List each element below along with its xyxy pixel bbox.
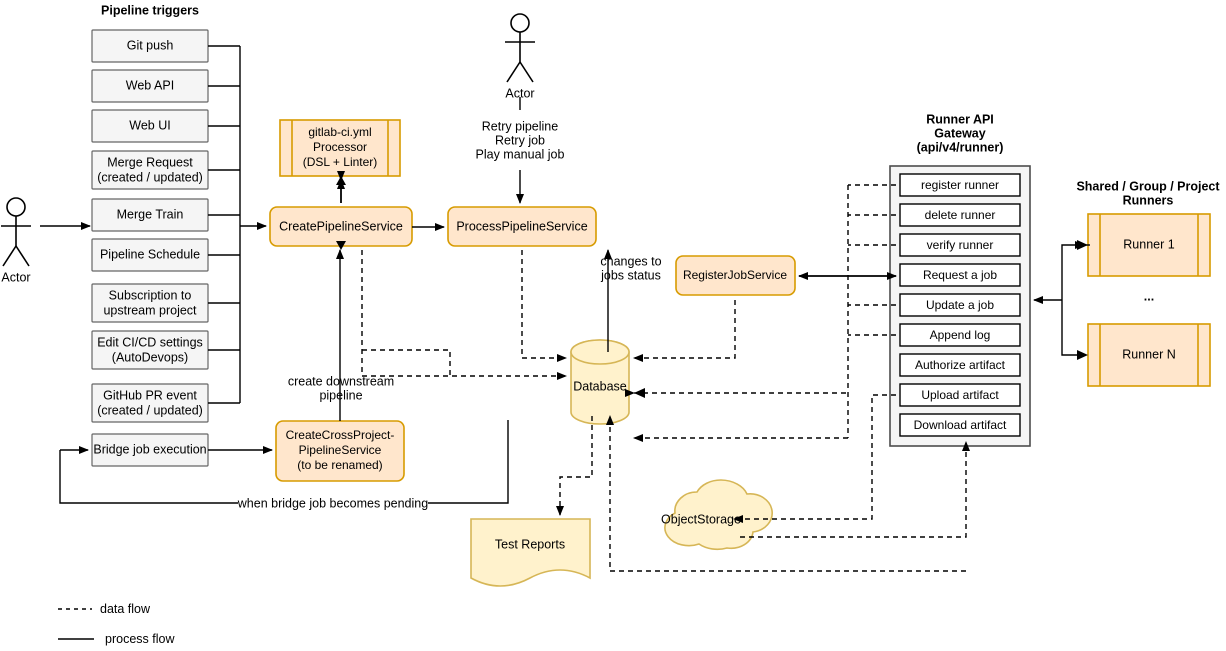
changes-label-2: jobs status: [600, 268, 661, 282]
svg-text:verify runner: verify runner: [927, 238, 994, 252]
changes-label-1: changes to: [600, 254, 661, 268]
gateway-endpoint-delete-runner[interactable]: delete runner: [899, 203, 1021, 227]
process-pipeline-service[interactable]: ProcessPipelineService: [447, 206, 597, 247]
svg-text:PipelineService: PipelineService: [299, 443, 382, 457]
legend: data flow process flow: [58, 602, 175, 646]
svg-text:ProcessPipelineService: ProcessPipelineService: [456, 219, 587, 233]
trigger-merge-request[interactable]: Merge Request (created / updated): [91, 150, 209, 190]
runners-title-1: Shared / Group / Project: [1076, 179, 1220, 193]
trigger-merge-train[interactable]: Merge Train: [91, 198, 209, 232]
svg-text:Runner N: Runner N: [1122, 347, 1176, 361]
runners-title-2: Runners: [1123, 193, 1174, 207]
svg-text:register runner: register runner: [921, 178, 999, 192]
register-job-service[interactable]: RegisterJobService: [675, 255, 796, 296]
svg-text:(created / updated): (created / updated): [97, 170, 203, 184]
svg-text:Pipeline Schedule: Pipeline Schedule: [100, 247, 200, 261]
svg-text:Edit CI/CD settings: Edit CI/CD settings: [97, 335, 203, 349]
svg-text:Git push: Git push: [127, 38, 174, 52]
trigger-pipeline-schedule[interactable]: Pipeline Schedule: [91, 238, 209, 272]
svg-text:upstream project: upstream project: [103, 303, 197, 317]
gateway-title-2: Gateway: [934, 126, 985, 140]
svg-text:Append log: Append log: [930, 328, 991, 342]
create-cross-project-pipeline-service[interactable]: CreateCrossProject- PipelineService (to …: [275, 420, 405, 482]
svg-text:CreatePipelineService: CreatePipelineService: [279, 219, 403, 233]
trigger-bus-connectors: [40, 45, 267, 404]
gateway-endpoint-update-a-job[interactable]: Update a job: [899, 293, 1021, 317]
runner-n[interactable]: Runner N: [1087, 323, 1211, 387]
runner-1[interactable]: Runner 1: [1087, 213, 1211, 277]
actor-top-label: Actor: [505, 86, 534, 100]
bridge-pending-label-bg: when bridge job becomes pending: [237, 495, 428, 511]
downstream-label-1: create downstream: [288, 374, 394, 388]
actor-left-label: Actor: [1, 270, 30, 284]
create-pipeline-service[interactable]: CreatePipelineService: [269, 206, 413, 247]
svg-text:Update a job: Update a job: [926, 298, 994, 312]
annotations: Retry pipeline Retry job Play manual job…: [237, 119, 662, 511]
svg-text:Download artifact: Download artifact: [914, 418, 1007, 432]
gateway-endpoint-verify-runner[interactable]: verify runner: [899, 233, 1021, 257]
svg-text:Web API: Web API: [126, 78, 174, 92]
legend-process-flow-label: process flow: [105, 632, 175, 646]
svg-text:Merge Train: Merge Train: [117, 207, 184, 221]
gateway-title-1: Runner API: [926, 112, 994, 126]
runner-api-gateway: Runner API Gateway (api/v4/runner) regis…: [889, 112, 1031, 447]
bridge-pending-label: when bridge job becomes pending: [237, 496, 428, 510]
actor-top: Actor: [505, 13, 535, 100]
trigger-edit-cicd-settings[interactable]: Edit CI/CD settings (AutoDevops): [91, 330, 209, 370]
svg-text:Authorize artifact: Authorize artifact: [915, 358, 1006, 372]
svg-text:Test Reports: Test Reports: [495, 537, 565, 551]
svg-text:Subscription to: Subscription to: [109, 288, 192, 302]
svg-text:Runner 1: Runner 1: [1123, 237, 1174, 251]
data-flow-connectors: [361, 184, 970, 572]
svg-text:ObjectStorage: ObjectStorage: [661, 512, 741, 526]
retry-label-3: Play manual job: [476, 147, 565, 161]
svg-text:CreateCrossProject-: CreateCrossProject-: [286, 428, 395, 442]
runners-ellipsis: ...: [1144, 289, 1154, 303]
svg-text:Request a job: Request a job: [923, 268, 997, 282]
runners-group: Shared / Group / Project Runners Runner …: [1076, 179, 1220, 387]
database-store[interactable]: Database: [570, 339, 630, 425]
svg-text:(DSL + Linter): (DSL + Linter): [303, 155, 378, 169]
svg-text:gitlab-ci.yml: gitlab-ci.yml: [308, 125, 371, 139]
test-reports-store[interactable]: Test Reports: [470, 518, 591, 587]
svg-text:(created / updated): (created / updated): [97, 403, 203, 417]
trigger-web-ui[interactable]: Web UI: [91, 109, 209, 143]
retry-label-1: Retry pipeline: [482, 119, 558, 133]
gateway-title-3: (api/v4/runner): [917, 140, 1004, 154]
gateway-endpoint-append-log[interactable]: Append log: [899, 323, 1021, 347]
legend-data-flow-label: data flow: [100, 602, 151, 616]
object-storage-store[interactable]: ObjectStorage: [661, 479, 773, 551]
svg-text:Database: Database: [573, 379, 627, 393]
actor-left: Actor: [1, 197, 31, 284]
svg-text:Merge Request: Merge Request: [107, 155, 193, 169]
gateway-endpoint-upload-artifact[interactable]: Upload artifact: [899, 383, 1021, 407]
trigger-web-api[interactable]: Web API: [91, 69, 209, 103]
gitlab-ci-yml-processor[interactable]: gitlab-ci.yml Processor (DSL + Linter): [279, 119, 401, 177]
trigger-subscription-upstream[interactable]: Subscription to upstream project: [91, 283, 209, 323]
svg-text:Bridge job execution: Bridge job execution: [93, 442, 206, 456]
svg-text:Processor: Processor: [313, 140, 367, 154]
trigger-github-pr-event[interactable]: GitHub PR event (created / updated): [91, 383, 209, 423]
svg-text:(AutoDevops): (AutoDevops): [112, 350, 188, 364]
svg-text:Upload artifact: Upload artifact: [921, 388, 999, 402]
svg-text:GitHub PR event: GitHub PR event: [103, 388, 197, 402]
gateway-endpoint-authorize-artifact[interactable]: Authorize artifact: [899, 353, 1021, 377]
retry-label-2: Retry job: [495, 133, 545, 147]
trigger-bridge-job-execution[interactable]: Bridge job execution: [91, 433, 209, 467]
svg-text:Web UI: Web UI: [129, 118, 170, 132]
trigger-list: Git push Web API Web UI Merge Request (c…: [91, 29, 209, 467]
gateway-endpoint-request-a-job[interactable]: Request a job: [899, 263, 1021, 287]
downstream-label-2: pipeline: [319, 388, 362, 402]
gateway-endpoint-download-artifact[interactable]: Download artifact: [899, 413, 1021, 437]
triggers-heading: Pipeline triggers: [101, 3, 199, 17]
svg-text:(to be renamed): (to be renamed): [297, 458, 382, 472]
svg-text:RegisterJobService: RegisterJobService: [683, 268, 787, 282]
gateway-endpoint-register-runner[interactable]: register runner: [899, 173, 1021, 197]
trigger-git-push[interactable]: Git push: [91, 29, 209, 63]
svg-text:delete runner: delete runner: [925, 208, 996, 222]
